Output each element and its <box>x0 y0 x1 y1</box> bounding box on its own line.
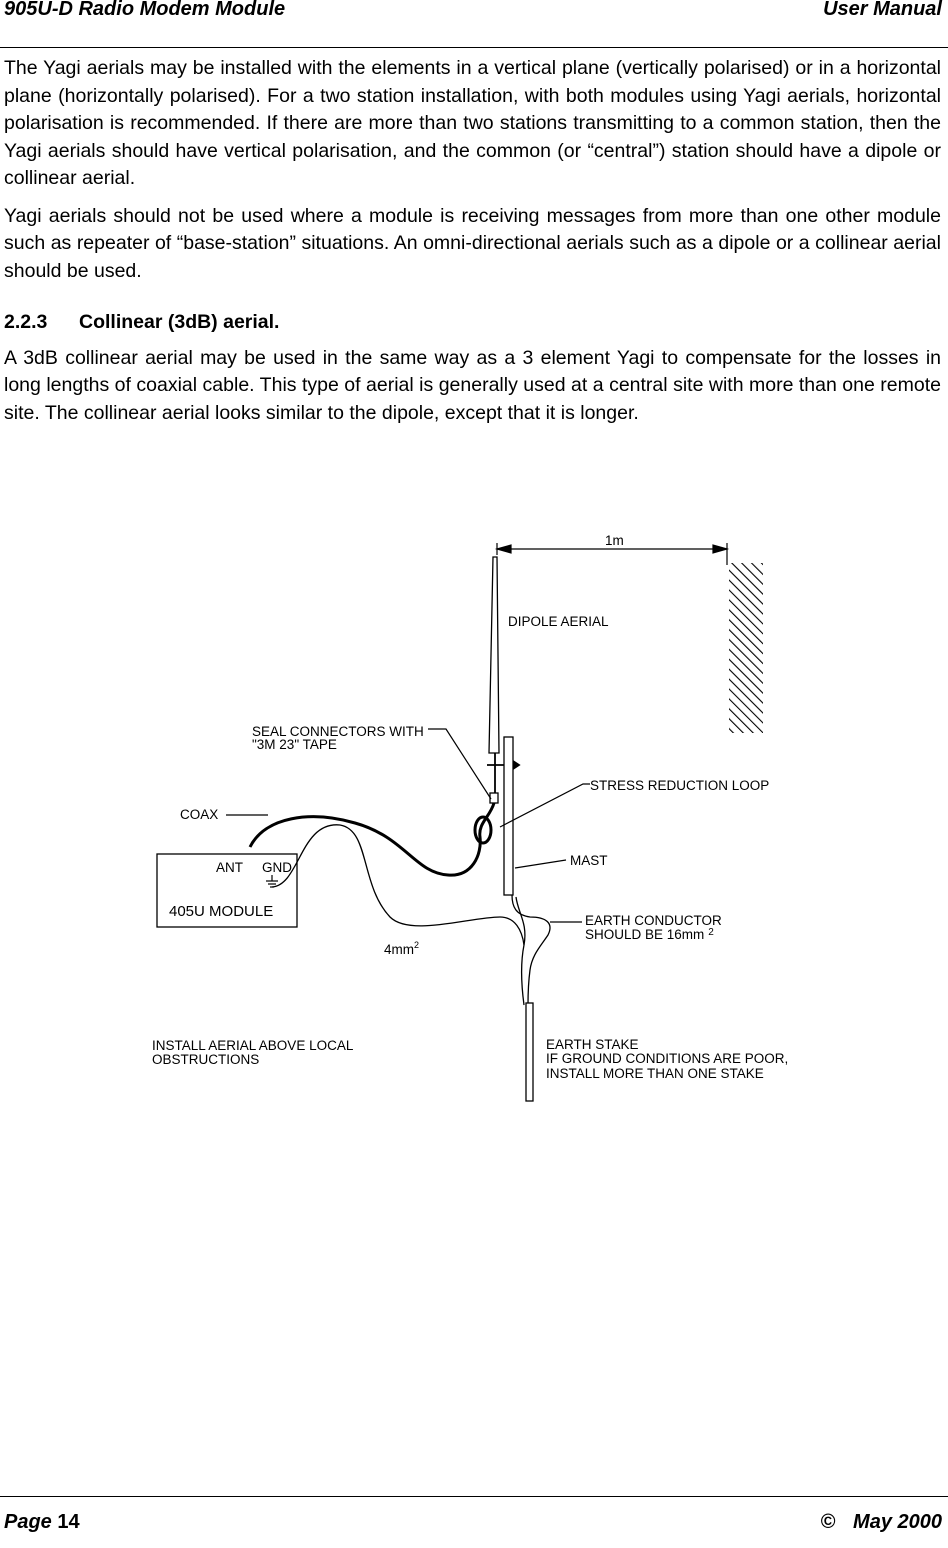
footer-date-block: © May 2000 <box>821 1511 942 1534</box>
wire-label: 4mm2 <box>384 940 419 957</box>
footer-page-word: Page <box>4 1511 52 1533</box>
module-label: 405U MODULE <box>169 903 273 920</box>
ant-label: ANT <box>216 860 243 875</box>
page-footer: Page 14 © May 2000 <box>0 1496 948 1548</box>
coax-label: COAX <box>180 807 218 822</box>
mast-label: MAST <box>570 853 608 868</box>
header-manual-label: User Manual <box>823 0 942 20</box>
stake-label-line3: INSTALL MORE THAN ONE STAKE <box>546 1066 764 1081</box>
stress-loop <box>473 815 493 845</box>
aerial-clamp <box>487 753 521 795</box>
footer-page: Page 14 <box>4 1511 80 1534</box>
install-note-line1: INSTALL AERIAL ABOVE LOCAL <box>152 1038 354 1053</box>
coax-cable <box>248 802 496 877</box>
aerial-connector <box>489 792 499 804</box>
module-box <box>156 853 298 928</box>
mast-leader <box>514 859 567 869</box>
header-title: 905U-D Radio Modem Module <box>4 0 286 20</box>
install-note-line2: OBSTRUCTIONS <box>152 1052 259 1067</box>
copyright-symbol: © <box>820 1511 836 1533</box>
stress-label: STRESS REDUCTION LOOP <box>590 778 769 793</box>
stake-label-line1: EARTH STAKE <box>546 1037 639 1052</box>
section-heading: 2.2.3 Collinear (3dB) aerial. <box>4 309 941 337</box>
footer-date: May 2000 <box>853 1511 942 1533</box>
page-header: 905U-D Radio Modem Module User Manual <box>0 0 948 48</box>
section-title: Collinear (3dB) aerial. <box>79 311 280 333</box>
earth-conductor-line1: EARTH CONDUCTOR <box>585 913 722 928</box>
stress-leader <box>499 783 590 828</box>
stake-label-line2: IF GROUND CONDITIONS ARE POOR, <box>546 1051 788 1066</box>
dimension-arrow <box>494 543 730 565</box>
seal-label-line2: "3M 23" TAPE <box>252 737 337 752</box>
diagram-svg: 1m DIPOLE AERIAL MAST SEAL CONNECTORS WI… <box>152 533 788 1102</box>
mast <box>503 736 514 896</box>
earth-conductor <box>511 894 551 1006</box>
earth-stake <box>525 1002 534 1102</box>
paragraph-collinear: A 3dB collinear aerial may be used in th… <box>4 346 941 424</box>
dimension-label: 1m <box>605 533 624 548</box>
seal-leader <box>428 728 492 800</box>
seal-label-line1: SEAL CONNECTORS WITH <box>252 724 424 739</box>
dipole-aerial <box>488 556 500 754</box>
paragraph-yagi-polarisation: The Yagi aerials may be installed with t… <box>4 57 941 189</box>
ground-wire <box>271 824 525 946</box>
page-body: The Yagi aerials may be installed with t… <box>4 55 941 437</box>
wall-hatch <box>729 563 763 733</box>
footer-page-number: 14 <box>57 1511 80 1533</box>
installation-diagram: 1m DIPOLE AERIAL MAST SEAL CONNECTORS WI… <box>0 525 948 1115</box>
dipole-label: DIPOLE AERIAL <box>508 614 609 629</box>
earth-conductor-inner <box>515 896 526 1006</box>
gnd-label: GND <box>262 860 292 875</box>
section-number: 2.2.3 <box>4 311 48 333</box>
paragraph-yagi-usage: Yagi aerials should not be used where a … <box>4 204 941 282</box>
